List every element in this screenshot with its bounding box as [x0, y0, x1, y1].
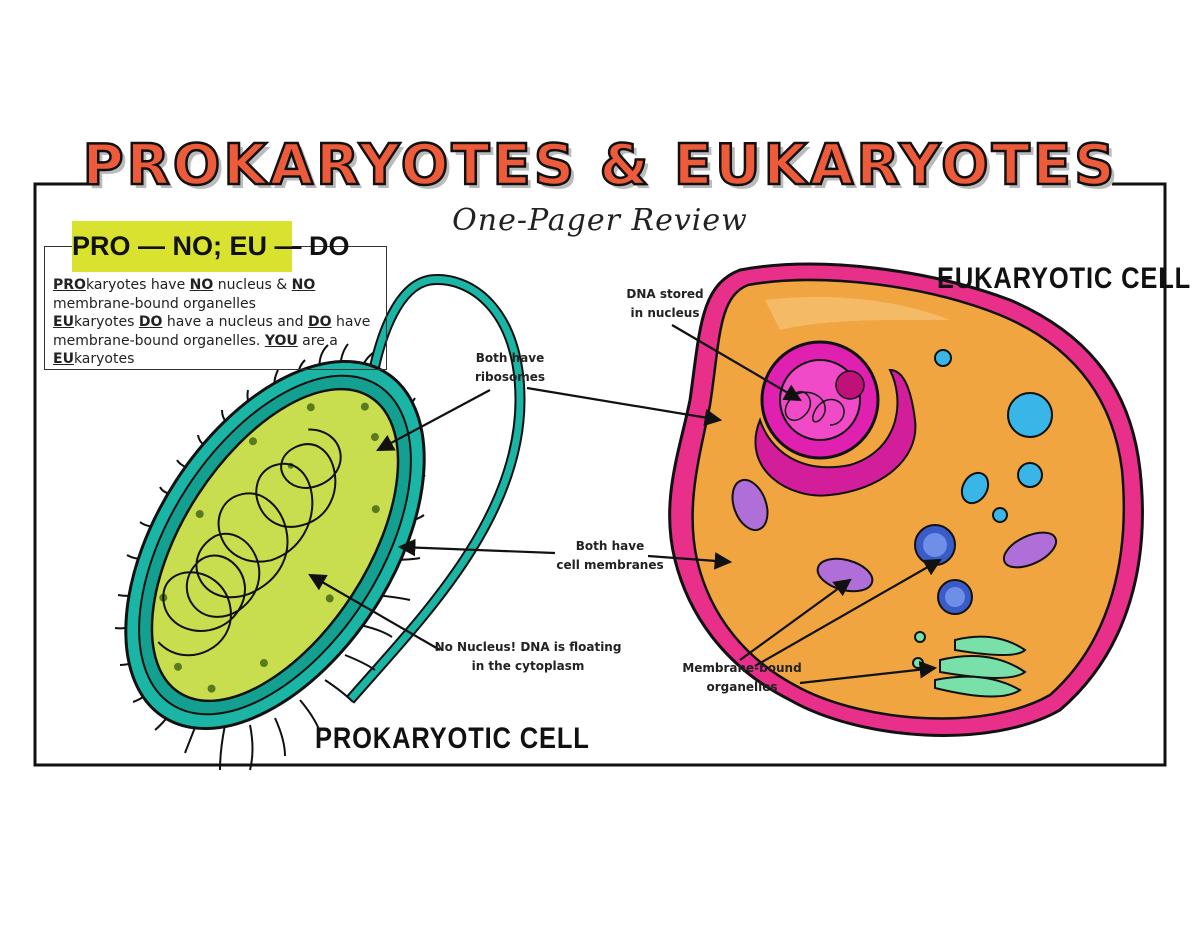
emph: EU [53, 314, 74, 330]
dna-tangle [157, 428, 342, 657]
page-subtitle: One-Pager Review [452, 203, 748, 238]
arrow-ribosome-eu [526, 386, 723, 427]
nucleolus [835, 370, 865, 400]
golgi-apparatus [912, 631, 1027, 698]
text: karyotes have [85, 277, 190, 293]
text: are a [297, 332, 338, 349]
emph: DO [138, 314, 163, 330]
prokaryotic-cell-title: PROKARYOTIC CELL [315, 722, 590, 755]
frame-border [33, 182, 1167, 767]
arrow-membrane-eu [647, 552, 733, 570]
arrow-organelle-1 [739, 578, 852, 661]
arrow-organelle-2 [754, 558, 942, 667]
arrow-no-nucleus [308, 573, 441, 651]
eukaryotic-cell [668, 262, 1144, 737]
emph: PRO [53, 277, 86, 293]
arrow-membrane-pro [397, 538, 556, 557]
text: have a nucleus and [162, 314, 309, 330]
prokaryotic-cell [124, 359, 426, 731]
emph: DO [308, 314, 332, 330]
emph: NO [291, 277, 316, 293]
arrow-dna-nucleus [671, 324, 802, 402]
endoplasmic-reticulum [754, 368, 917, 497]
mnemonic-heading: PRO — NO; EU — DO [72, 221, 350, 272]
emph: YOU [264, 332, 298, 349]
emph: NO [189, 277, 214, 293]
arrow-ribosome-pro [376, 389, 491, 452]
text: nucleus & [213, 277, 292, 293]
arrow-organelle-3 [799, 660, 938, 685]
eukaryotic-cell-title: EUKARYOTIC CELL [937, 262, 1192, 295]
vacuole [1007, 392, 1053, 438]
note-text: PROkaryotes have NO nucleus & NO membran… [53, 276, 383, 369]
page-title: PROKARYOTES & EUKARYOTES [81, 132, 1118, 199]
text: karyotes [73, 314, 139, 330]
text: karyotes [73, 351, 135, 367]
text: membrane-bound organelles [53, 295, 256, 312]
emph: EU [53, 351, 74, 367]
text: have membrane-bound organelles. [53, 314, 371, 349]
mitochondrion [731, 478, 769, 532]
